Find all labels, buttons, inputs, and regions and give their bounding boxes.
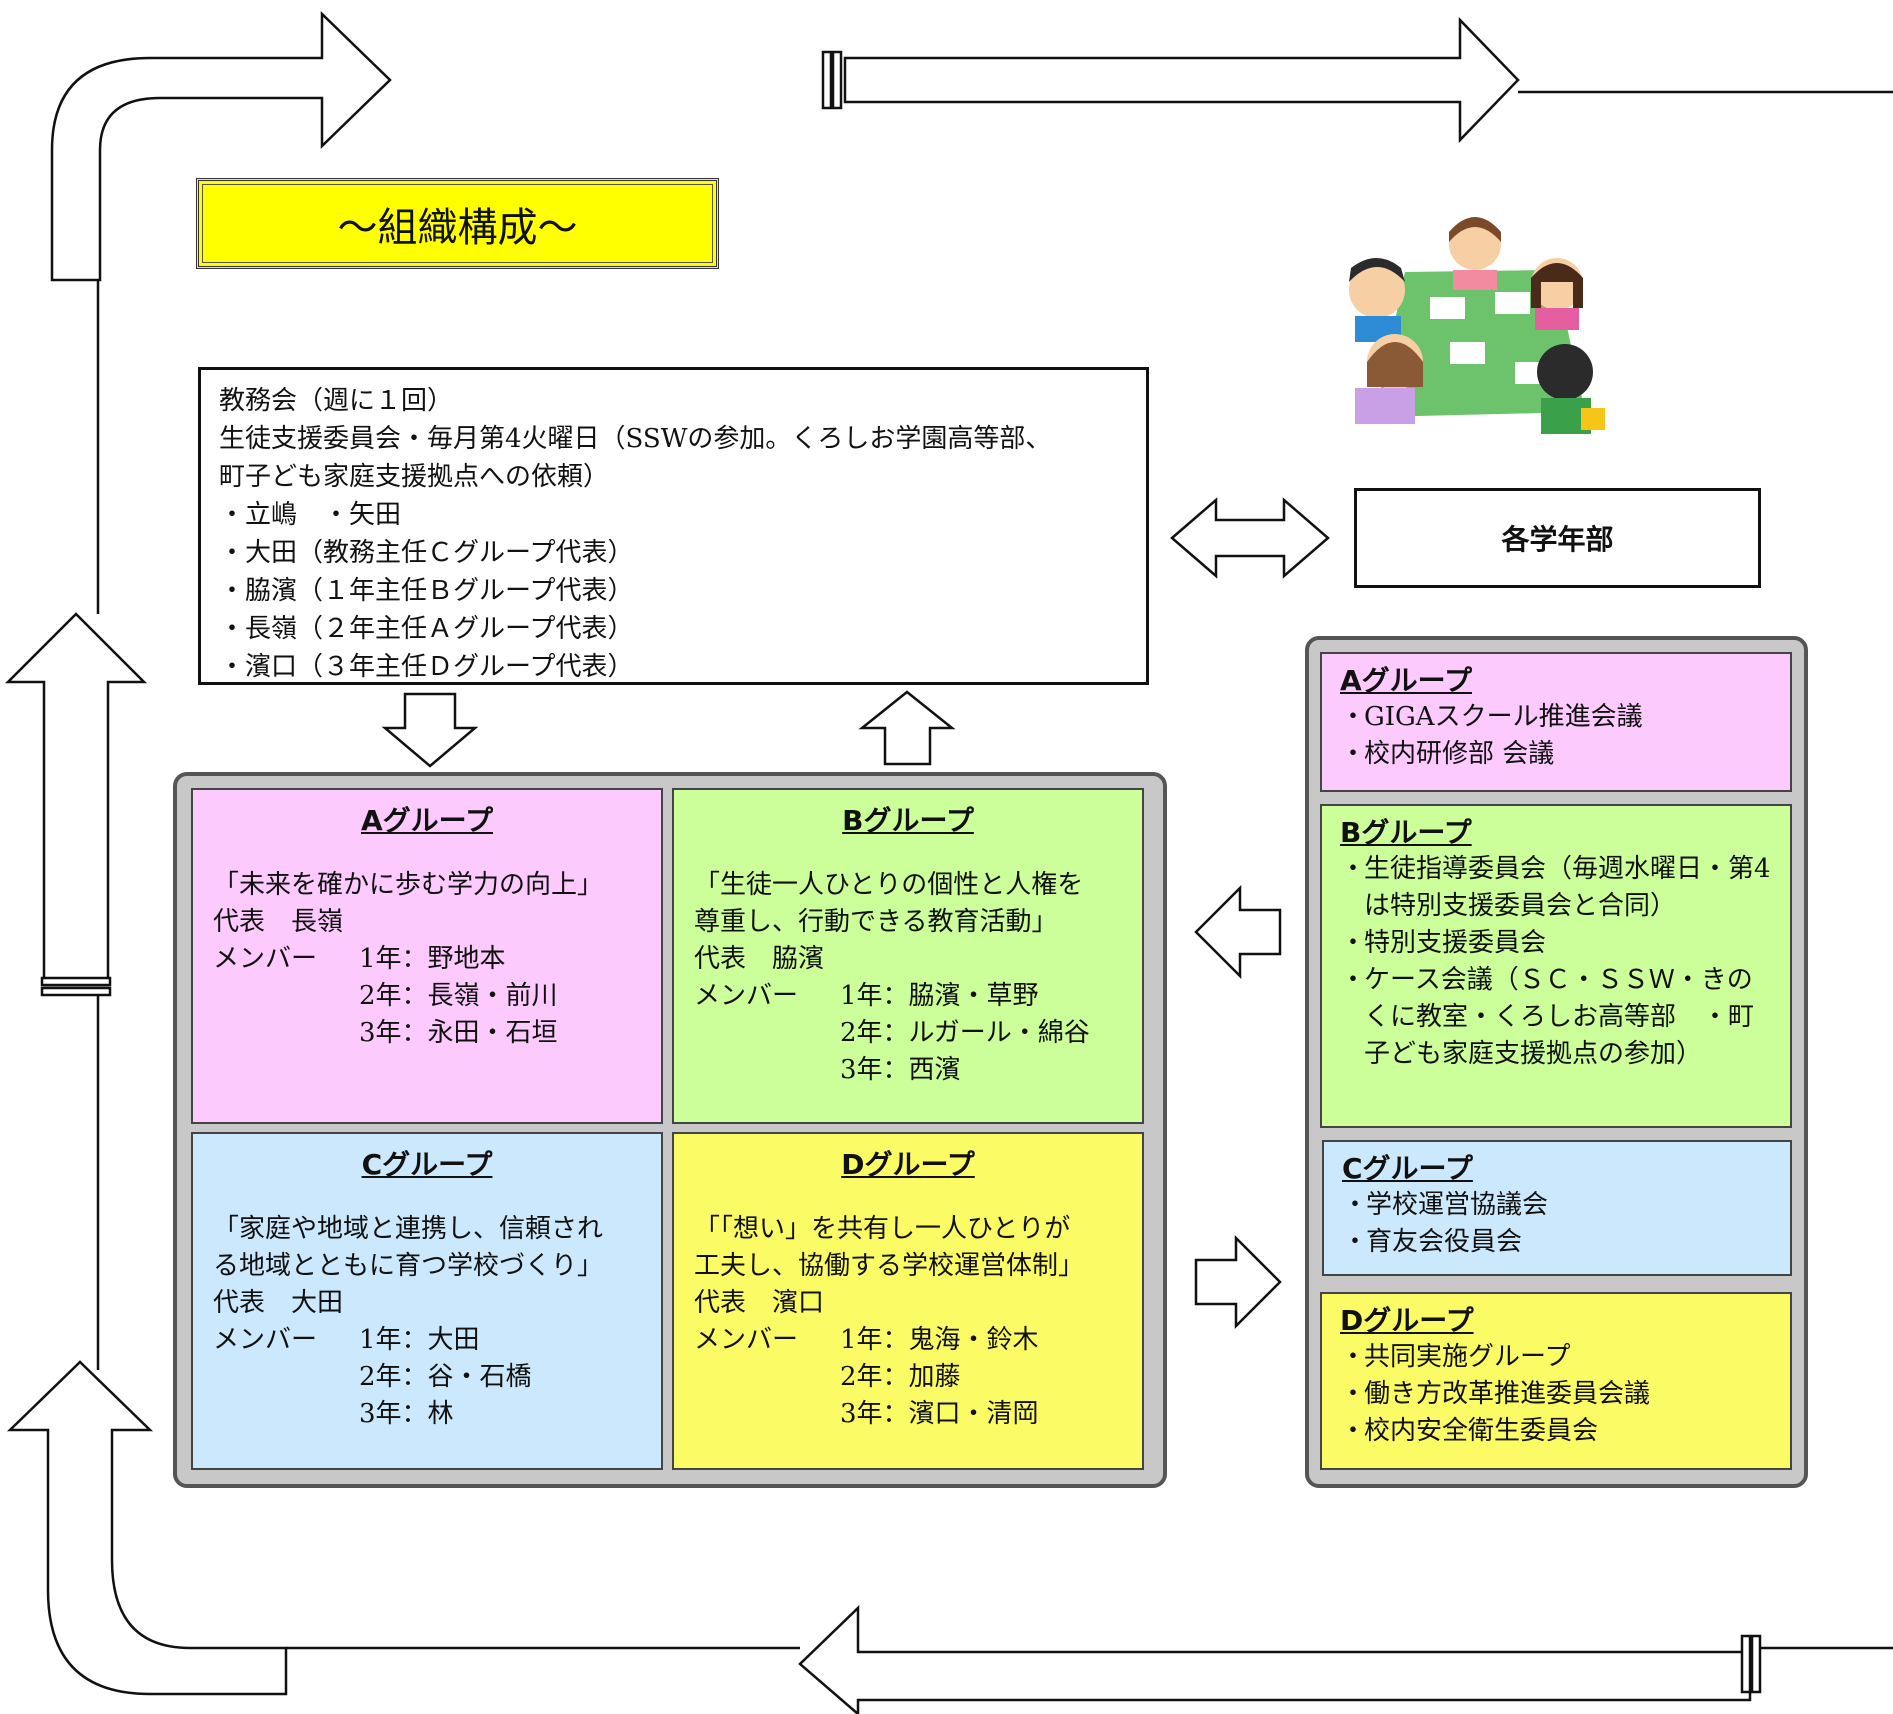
grid-to-side-arrow — [1194, 1234, 1282, 1330]
member-entry: 3年：林 — [359, 1399, 454, 1429]
main-line: ・長嶺（２年主任Ａグループ代表） — [219, 614, 634, 644]
member-entry: 2年：加藤 — [840, 1362, 961, 1392]
group-a-rep: 代表 長嶺 — [213, 907, 344, 937]
member-label: メンバー — [213, 1325, 318, 1355]
group-b-rep: 代表 脇濱 — [694, 944, 825, 974]
side-group-a-heading: Aグループ — [1340, 664, 1472, 697]
member-label: メンバー — [694, 981, 799, 1011]
committee-item: 生徒指導委員会（毎週水曜日・第4は特別支援委員会と合同） — [1364, 854, 1771, 921]
faculty-meeting-box: 教務会（週に１回） 生徒支援委員会・毎月第4火曜日（SSWの参加。くろしお学園高… — [198, 367, 1149, 685]
group-c-slogan: 「家庭や地域と連携し、信頼され — [213, 1214, 604, 1244]
up-arrow — [858, 690, 956, 766]
side-group-c-heading: Cグループ — [1342, 1152, 1473, 1185]
group-d-rep: 代表 濱口 — [694, 1288, 825, 1318]
top-curve-arrow — [50, 11, 392, 282]
group-c-slogan: る地域とともに育つ学校づくり」 — [213, 1251, 604, 1281]
member-entry: 1年：大田 — [359, 1325, 480, 1355]
member-entry: 3年：西濱 — [840, 1055, 961, 1085]
group-a-heading: Aグループ — [361, 804, 493, 837]
down-arrow — [381, 692, 479, 768]
committee-item: 校内研修部 会議 — [1364, 739, 1555, 769]
member-entry: 1年：鬼海・鈴木 — [840, 1325, 1039, 1355]
group-a-panel: Aグループ 「未来を確かに歩む学力の向上」 代表 長嶺 メンバー 1年：野地本 2… — [191, 788, 663, 1124]
group-d-slogan: 工夫し、協働する学校運営体制」 — [694, 1251, 1085, 1281]
main-line: ・濱口（３年主任Ｄグループ代表） — [219, 652, 634, 682]
side-group-b-panel: Bグループ ・生徒指導委員会（毎週水曜日・第4は特別支援委員会と合同） ・特別支… — [1320, 804, 1792, 1128]
grade-department-box: 各学年部 — [1354, 488, 1761, 588]
group-b-slogan: 尊重し、行動できる教育活動」 — [694, 907, 1058, 937]
member-label: メンバー — [694, 1325, 799, 1355]
group-d-slogan: 「「想い」を共有し一人ひとりが — [694, 1214, 1071, 1244]
side-group-b-heading: Bグループ — [1340, 816, 1472, 849]
side-group-d-panel: Dグループ ・共同実施グループ ・働き方改革推進委員会議 ・校内安全衛生委員会 — [1320, 1292, 1792, 1470]
committee-item: 校内安全衛生委員会 — [1364, 1416, 1599, 1446]
member-entry: 2年：ルガール・綿谷 — [840, 1018, 1090, 1048]
member-label: メンバー — [213, 944, 318, 974]
committee-item: GIGAスクール推進会議 — [1364, 702, 1643, 732]
main-line: ・立嶋 ・矢田 — [219, 500, 402, 530]
left-up-arrow — [4, 612, 148, 987]
group-d-panel: Dグループ 「「想い」を共有し一人ひとりが 工夫し、協働する学校運営体制」 代表… — [672, 1132, 1144, 1470]
main-line: ・大田（教務主任Ｃグループ代表） — [219, 538, 634, 568]
member-entry: 3年：永田・石垣 — [359, 1018, 558, 1048]
member-entry: 1年：野地本 — [359, 944, 506, 974]
committee-item: ケース会議（ＳＣ・ＳＳＷ・きのくに教室・くろしお高等部 ・町子ども家庭支援拠点の… — [1364, 965, 1755, 1069]
committee-item: 育友会役員会 — [1366, 1227, 1523, 1257]
bottom-left-arrow — [798, 1605, 1752, 1714]
group-a-slogan: 「未来を確かに歩む学力の向上」 — [213, 870, 604, 900]
committee-item: 共同実施グループ — [1364, 1342, 1571, 1372]
group-b-heading: Bグループ — [842, 804, 974, 837]
meeting-illustration-icon — [1349, 217, 1605, 434]
bottom-left-curve-arrow — [6, 1360, 288, 1696]
side-group-a-panel: Aグループ ・GIGAスクール推進会議 ・校内研修部 会議 — [1320, 652, 1792, 792]
group-c-panel: Cグループ 「家庭や地域と連携し、信頼され る地域とともに育つ学校づくり」 代表… — [191, 1132, 663, 1470]
main-line: 町子ども家庭支援拠点への依頼） — [219, 462, 610, 492]
side-group-c-panel: Cグループ ・学校運営協議会 ・育友会役員会 — [1322, 1140, 1792, 1276]
member-entry: 1年：脇濱・草野 — [840, 981, 1039, 1011]
group-b-panel: Bグループ 「生徒一人ひとりの個性と人権を 尊重し、行動できる教育活動」 代表 … — [672, 788, 1144, 1124]
group-c-heading: Cグループ — [361, 1148, 493, 1181]
double-arrow — [1170, 497, 1330, 579]
group-c-rep: 代表 大田 — [213, 1288, 344, 1318]
committee-item: 特別支援委員会 — [1364, 928, 1547, 958]
main-line: 教務会（週に１回） — [219, 386, 454, 416]
group-d-heading: Dグループ — [841, 1148, 975, 1181]
group-b-slogan: 「生徒一人ひとりの個性と人権を — [694, 870, 1084, 900]
member-entry: 2年：長嶺・前川 — [359, 981, 558, 1011]
page-title: ～組織構成～ — [196, 178, 719, 269]
member-entry: 3年：濱口・清岡 — [840, 1399, 1039, 1429]
main-line: 生徒支援委員会・毎月第4火曜日（SSWの参加。くろしお学園高等部、 — [219, 424, 1052, 454]
top-right-arrow — [843, 16, 1520, 144]
main-line: ・脇濱（１年主任Ｂグループ代表） — [219, 576, 634, 606]
side-to-grid-arrow — [1194, 884, 1282, 980]
member-entry: 2年：谷・石橋 — [359, 1362, 532, 1392]
committee-item: 学校運営協議会 — [1366, 1190, 1549, 1220]
side-group-d-heading: Dグループ — [1340, 1304, 1474, 1337]
committee-item: 働き方改革推進委員会議 — [1364, 1379, 1651, 1409]
